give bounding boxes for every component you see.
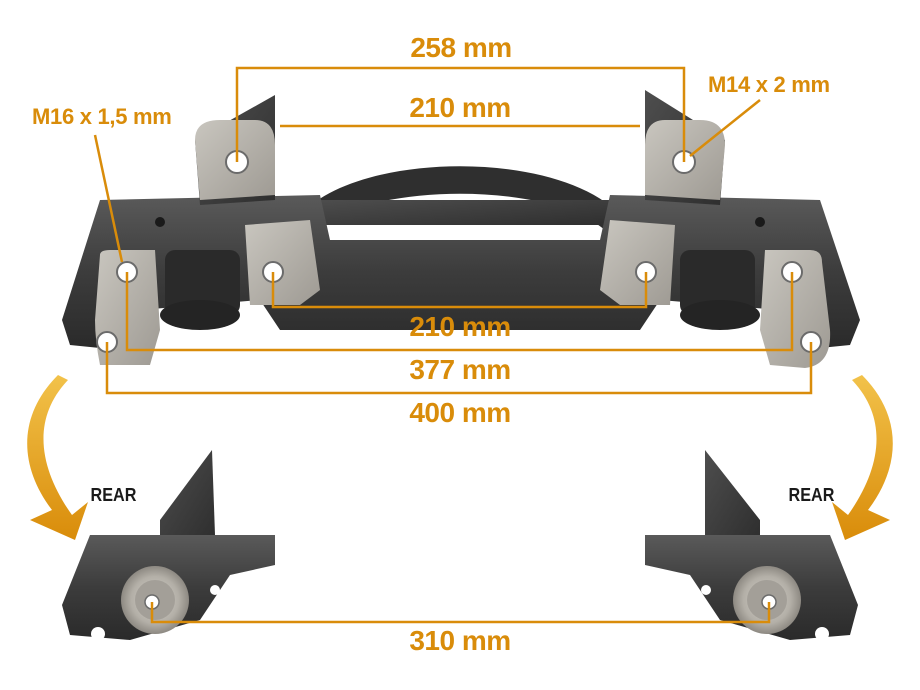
rear-left-bracket bbox=[62, 450, 275, 641]
dim-377-label: 377 mm bbox=[409, 354, 511, 385]
dim-210-lower-label: 210 mm bbox=[409, 311, 511, 342]
dim-400-label: 400 mm bbox=[409, 397, 511, 428]
dimension-lines bbox=[93, 66, 813, 395]
dim-210-upper-label: 210 mm bbox=[409, 92, 511, 123]
left-curved-arrow bbox=[27, 375, 88, 540]
right-curved-arrow bbox=[832, 375, 893, 540]
thread-right-label: M14 x 2 mm bbox=[708, 72, 830, 97]
rear-dimension-line bbox=[150, 602, 771, 624]
dim-258-label: 258 mm bbox=[410, 32, 512, 63]
rear-left-label: REAR bbox=[90, 485, 137, 505]
thread-left-label: M16 x 1,5 mm bbox=[32, 104, 172, 129]
rear-right-bracket bbox=[645, 450, 858, 641]
rear-right-label: REAR bbox=[788, 485, 835, 505]
dim-310-label: 310 mm bbox=[409, 625, 511, 656]
